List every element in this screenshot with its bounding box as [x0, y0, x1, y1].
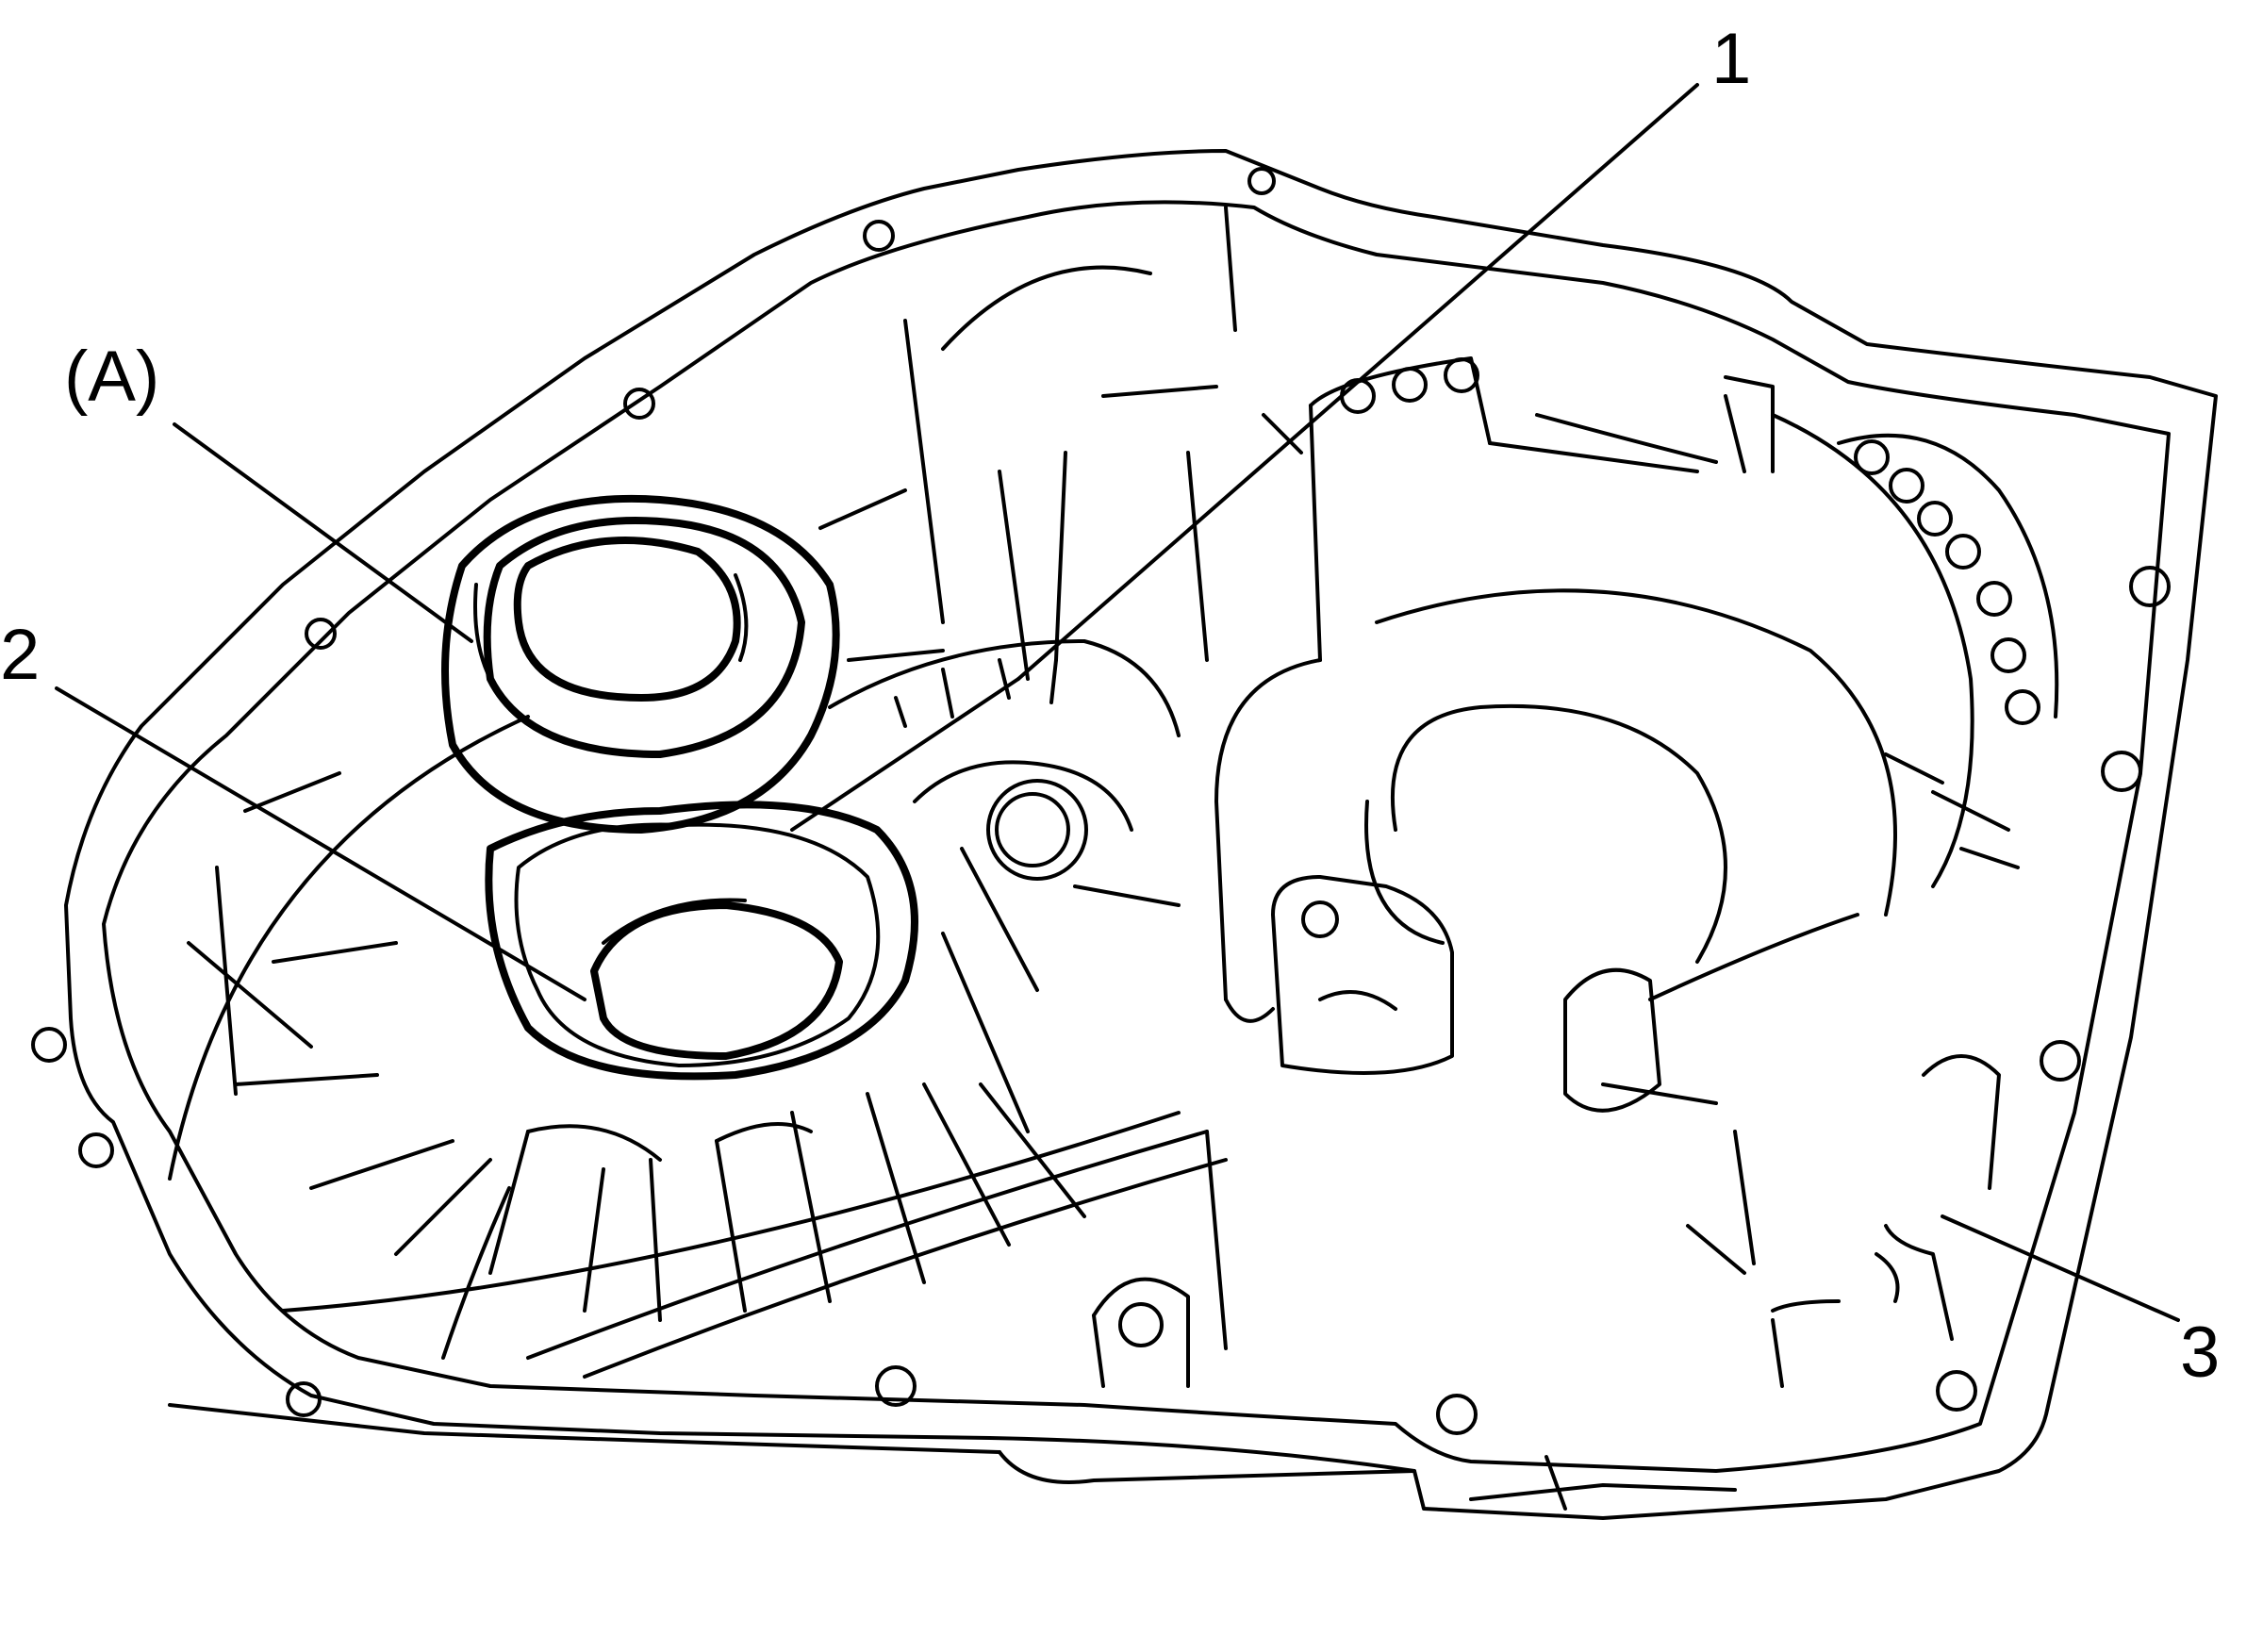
upper-bolt-trio — [1340, 357, 1479, 414]
right-bolt-row — [1837, 433, 2059, 869]
bell-housing-ribs — [168, 715, 1181, 1360]
lower-bolt-boss — [1092, 1277, 1190, 1388]
leader-line-3 — [1941, 1214, 2180, 1322]
leader-line-2 — [55, 686, 586, 1001]
callouts: 1 (A) 2 3 — [0, 19, 2220, 1393]
leader-line-1b — [790, 677, 1020, 832]
seal-a — [441, 494, 840, 834]
leader-lines — [55, 83, 2180, 1322]
large-bore — [1364, 703, 1859, 1001]
center-right-bosses — [1271, 875, 1718, 1113]
flange-bolt-holes — [31, 167, 2171, 1435]
callout-a: (A) — [64, 337, 159, 417]
callout-2: 2 — [0, 615, 40, 695]
case-outer-flange — [64, 149, 2218, 1520]
lower-right-features — [1686, 1054, 2001, 1388]
leader-line-1 — [1016, 83, 1699, 681]
callout-3: 3 — [2180, 1313, 2220, 1393]
seal-two — [485, 801, 918, 1081]
center-hub — [828, 639, 1181, 907]
right-housing — [1214, 356, 1974, 1023]
callout-1: 1 — [1711, 19, 1751, 99]
case-divider-wall — [526, 1130, 1228, 1379]
upper-left-structure — [818, 206, 1303, 681]
leader-line-a — [173, 422, 473, 643]
